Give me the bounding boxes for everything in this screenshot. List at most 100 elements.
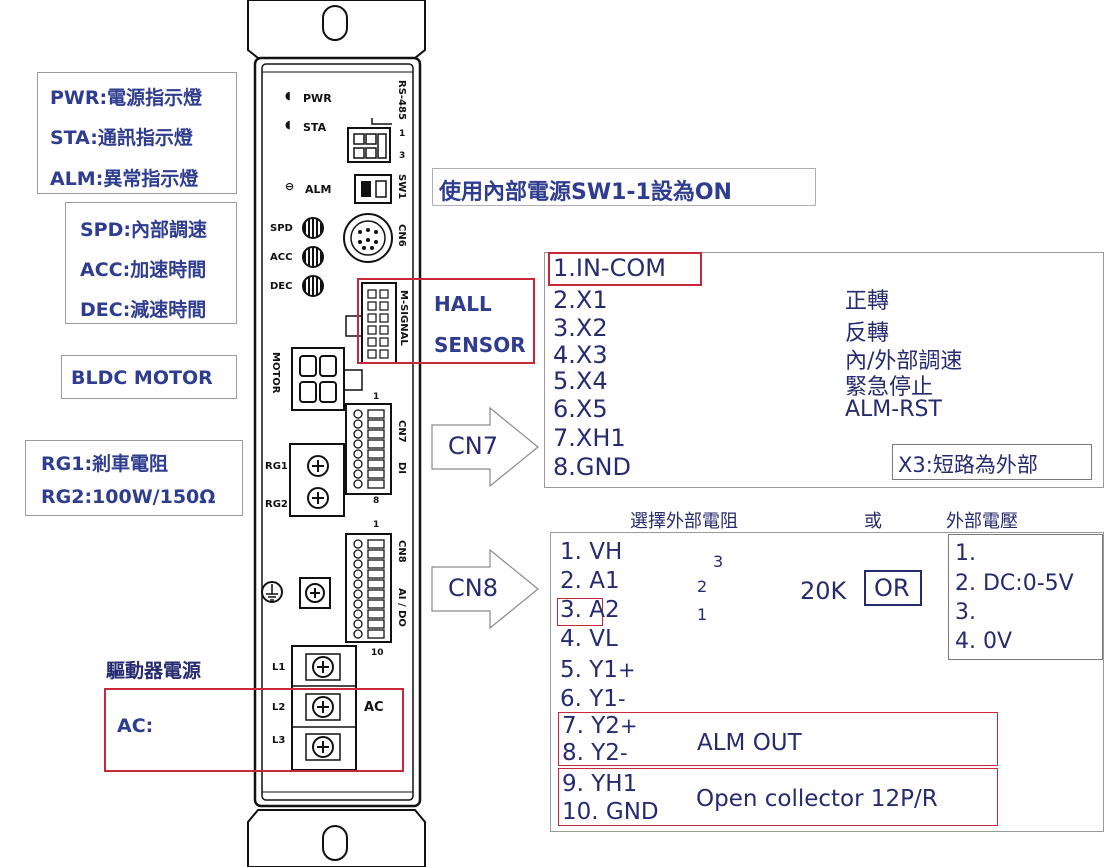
l2-label: L2: [272, 702, 286, 713]
brake-rg2-text: RG2:100W/150Ω: [41, 486, 216, 508]
spd-label: SPD: [270, 223, 293, 234]
cn8-pin-y1-minus: 6. Y1-: [560, 686, 626, 712]
voltage-pin-1: 1.: [955, 541, 976, 566]
a2-highlight: [557, 598, 603, 626]
or-text: OR: [874, 574, 910, 602]
cn7-pin-xh1: 7.XH1: [553, 424, 626, 452]
sensor-text: SENSOR: [434, 333, 526, 357]
cn8-pin-a1: 2. A1: [560, 568, 620, 594]
cn8-pin-yh1: 9. YH1: [562, 771, 638, 797]
motor-legend: BLDC MOTOR: [61, 355, 237, 399]
voltage-pin-4: 4. 0V: [955, 629, 1013, 654]
cn7-device-label: CN7: [396, 420, 407, 443]
cn7-func-speed-select: 內/外部調速: [845, 349, 963, 374]
sw1-note-text: 使用內部電源SW1-1設為ON: [439, 180, 732, 205]
cn8-pin-vh: 1. VH: [560, 539, 623, 565]
cn8-pin-1: 1: [373, 520, 380, 530]
cn8-pin-vl: 4. VL: [560, 626, 618, 652]
open-collector-highlight: [558, 768, 998, 826]
cn7-pin-x2: 3.X2: [553, 314, 608, 342]
sw1-label: SW1: [396, 174, 407, 200]
cn8-pin-gnd: 10. GND: [562, 799, 659, 825]
cn7-pin-8: 8: [373, 496, 380, 506]
indicator-alm-text: ALM:異常指示燈: [50, 168, 199, 190]
pot-spd-text: SPD:內部調速: [80, 219, 207, 241]
hall-text: HALL: [434, 292, 492, 316]
open-collector-text: Open collector 12P/R: [696, 786, 938, 812]
l3-label: L3: [272, 735, 286, 746]
brake-legend: RG1:剎車電阻 RG2:100W/150Ω: [25, 440, 243, 516]
rs485-pin-1: 1: [399, 129, 406, 139]
cn8-pin-a2: 3. A2: [560, 597, 620, 623]
in-com-highlight: [548, 252, 702, 286]
l1-label: L1: [272, 662, 286, 673]
x3-note-box: X3:短路為外部: [892, 444, 1092, 480]
pot-pin-2: 2: [697, 577, 708, 596]
motor-legend-text: BLDC MOTOR: [71, 367, 213, 389]
indicator-pwr-text: PWR:電源指示燈: [50, 87, 203, 109]
cn8-header-voltage: 外部電壓: [946, 511, 1018, 532]
indicator-legend: PWR:電源指示燈 STA:通訊指示燈 ALM:異常指示燈: [37, 72, 237, 194]
voltage-pin-2: 2. DC:0-5V: [955, 571, 1074, 596]
cn8-pin-y2-minus: 8. Y2-: [562, 740, 628, 766]
cn6-label: CN6: [396, 224, 407, 247]
cn7-pin-gnd: 8.GND: [553, 453, 631, 481]
cn7-func-emergency-stop: 緊急停止: [845, 375, 934, 400]
cn8-arrow: [431, 548, 539, 630]
aido-label: AI / DO: [396, 588, 407, 627]
cn7-pin-x3: 4.X3: [553, 341, 608, 369]
cn8-pin-y1-plus: 5. Y1+: [560, 657, 636, 683]
spd-knob-icon[interactable]: [302, 217, 324, 239]
brake-rg1-text: RG1:剎車電阻: [41, 453, 169, 475]
power-title: 驅動器電源: [106, 660, 202, 682]
alm-out-highlight: [558, 712, 998, 766]
alm-label: ALM: [305, 183, 332, 196]
cn7-arrow-label: CN7: [448, 432, 498, 460]
rg2-device-label: RG2: [265, 499, 288, 510]
cn8-pin-10: 10: [371, 648, 384, 658]
cn8-arrow-label: CN8: [448, 574, 498, 602]
pwr-label: PWR: [303, 92, 332, 105]
acc-knob-icon[interactable]: [302, 246, 324, 268]
cn7-panel: [544, 252, 1104, 488]
ac-device-label: AC: [364, 700, 384, 715]
pot-pin-1: 1: [697, 605, 708, 624]
cn8-header-resistor: 選擇外部電阻: [630, 511, 738, 532]
cn7-pin-x1: 2.X1: [553, 286, 608, 314]
sw1-note-box: 使用內部電源SW1-1設為ON: [432, 168, 816, 206]
dec-knob-icon[interactable]: [302, 275, 324, 297]
alm-led-icon: ⊖: [285, 180, 295, 193]
pot-legend: SPD:內部調速 ACC:加速時間 DEC:減速時間: [65, 202, 237, 324]
rg1-device-label: RG1: [265, 461, 288, 472]
pwr-led-icon: ◖: [285, 89, 291, 102]
voltage-box: 1. 2. DC:0-5V 3. 4. 0V: [948, 534, 1103, 660]
cn7-arrow: [431, 406, 539, 488]
sta-label: STA: [303, 121, 327, 134]
x3-note-text: X3:短路為外部: [898, 453, 1038, 477]
pot-pin-3: 3: [713, 552, 724, 571]
cn8-device-label: CN8: [396, 540, 407, 563]
cn7-pin-1: 1: [373, 392, 380, 402]
power-highlight: [104, 688, 404, 772]
dec-label: DEC: [270, 281, 293, 292]
cn7-pin-x4: 5.X4: [553, 367, 608, 395]
pot-dec-text: DEC:減速時間: [80, 299, 207, 321]
cn8-header-or: 或: [864, 511, 882, 532]
acc-label: ACC: [270, 252, 293, 263]
pot-acc-text: ACC:加速時間: [80, 259, 207, 281]
voltage-pin-3: 3.: [955, 600, 976, 625]
msignal-label: M-SIGNAL: [398, 290, 409, 346]
cn7-func-forward: 正轉: [845, 289, 890, 314]
alm-out-text: ALM OUT: [697, 730, 802, 756]
di-label: DI: [396, 462, 407, 475]
indicator-sta-text: STA:通訊指示燈: [50, 127, 193, 149]
cn7-pin-in-com: 1.IN-COM: [553, 254, 666, 282]
rs485-pin-3: 3: [399, 151, 406, 161]
hall-sensor-highlight: [357, 278, 535, 364]
cn7-func-alm-rst: ALM-RST: [845, 397, 942, 422]
sta-led-icon: ◖: [285, 118, 291, 131]
or-box: OR: [864, 570, 922, 606]
cn8-pin-y2-plus: 7. Y2+: [562, 713, 638, 739]
power-ac-text: AC:: [117, 715, 154, 737]
